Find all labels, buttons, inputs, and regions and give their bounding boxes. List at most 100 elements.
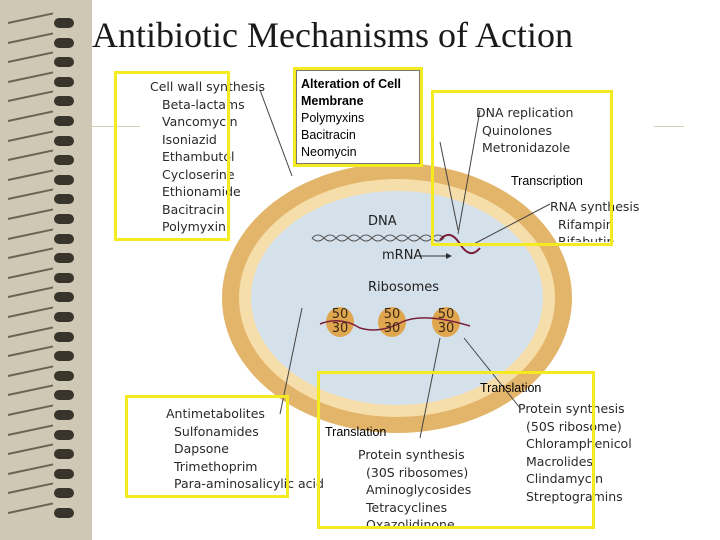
binding-ring-wire	[7, 306, 54, 318]
drug-item: Bacitracin	[162, 201, 225, 217]
binding-ring	[7, 208, 82, 224]
binding-ring	[7, 365, 82, 381]
membrane-item: Bacitracin	[301, 128, 356, 142]
mrna-label: mRNA	[382, 248, 423, 263]
binding-ring-hole	[54, 174, 74, 185]
ribosome-2-small: 30	[383, 321, 401, 336]
transcription-callout: Transcription	[511, 174, 583, 188]
drug-item: Cycloserine	[162, 166, 235, 182]
binding-ring	[7, 130, 82, 146]
cell-diagram-svg	[222, 89, 572, 439]
binding-ring-wire	[7, 247, 54, 260]
binding-ring-wire	[7, 424, 54, 436]
binding-ring	[7, 267, 82, 283]
binding-ring	[7, 90, 82, 107]
membrane-callout-frame	[296, 70, 420, 164]
binding-ring	[7, 169, 82, 185]
binding-ring-hole	[54, 390, 74, 401]
dna-strand	[311, 234, 445, 242]
binding-ring-wire	[7, 404, 54, 416]
binding-ring-wire	[7, 228, 54, 240]
binding-ring-hole	[54, 253, 74, 264]
binding-ring-hole	[54, 468, 74, 479]
binding-ring-hole	[54, 18, 74, 28]
binding-ring	[7, 306, 82, 322]
highlight-box-translation	[317, 371, 595, 529]
rna-synthesis-group: RNA synthesis Rifampin Rifabutin	[550, 198, 639, 242]
binding-ring-wire	[7, 169, 54, 181]
dna-replication-heading: DNA replication	[476, 105, 574, 120]
dna-label: DNA	[368, 214, 397, 229]
binding-ring-hole	[54, 135, 74, 146]
binding-ring	[7, 32, 82, 48]
ribosome-3-small: 30	[437, 321, 455, 336]
ribosome-1-small: 30	[331, 321, 349, 336]
binding-ring-hole	[54, 488, 74, 499]
drug-item: Rifampin	[558, 216, 614, 232]
drug-item: Polymyxin	[162, 219, 226, 234]
ribosome-3	[432, 307, 460, 337]
binding-ring	[7, 71, 82, 87]
binding-ring	[7, 149, 82, 166]
drug-item: Sulfonamides	[174, 423, 259, 439]
binding-ring-wire	[7, 463, 54, 475]
binding-ring	[7, 110, 82, 126]
ribosomes-label: Ribosomes	[368, 280, 440, 295]
drug-item: Tetracyclines	[366, 499, 448, 515]
cell-wall-heading: Cell wall synthesis	[150, 79, 265, 94]
binding-ring	[7, 424, 82, 440]
mrna-arrowhead	[446, 253, 452, 259]
binding-ring-wire	[7, 326, 54, 338]
protein-30s-group: Protein synthesis (30S ribosomes) Aminog…	[358, 446, 471, 527]
drug-item: Rifabutin	[558, 234, 615, 242]
binding-ring-hole	[54, 429, 74, 440]
drug-item: Vancomycin	[162, 114, 238, 129]
ribosome-3-large: 50	[437, 307, 455, 322]
membrane-heading-2: Membrane	[301, 94, 364, 108]
antimetabolites-heading: Antimetabolites	[166, 406, 265, 421]
highlight-box-membrane	[293, 67, 423, 167]
binding-ring	[7, 286, 82, 303]
highlight-box-cell-wall	[114, 71, 230, 241]
binding-ring-wire	[7, 110, 54, 122]
ribosome-group	[326, 307, 460, 337]
binding-ring-wire	[7, 345, 54, 358]
drug-item: Beta-lactams	[162, 96, 245, 112]
binding-ring-hole	[54, 116, 74, 126]
binding-ring	[7, 384, 82, 401]
binding-ring-hole	[54, 194, 74, 205]
binding-ring-hole	[54, 76, 74, 87]
highlight-box-nucleic-acid	[431, 90, 613, 246]
binding-ring-wire	[7, 443, 54, 456]
ribosome-2	[378, 307, 406, 337]
binding-ring-wire	[7, 286, 54, 299]
binding-ring-hole	[54, 370, 74, 381]
drug-item: Oxazolidinone	[366, 517, 455, 527]
membrane-heading-1: Alteration of Cell	[301, 77, 402, 91]
drug-item: Metronidazole	[482, 140, 571, 155]
binding-ring-hole	[54, 96, 74, 107]
ribosome-2-large: 50	[383, 307, 401, 322]
binding-ring	[7, 247, 82, 264]
binding-ring-wire	[7, 188, 54, 201]
binding-ring	[7, 463, 82, 479]
binding-ring-hole	[54, 214, 74, 224]
binding-ring-hole	[54, 331, 74, 342]
binding-ring-hole	[54, 233, 74, 244]
binding-ring-wire	[7, 90, 54, 103]
protein-50s-heading: Protein synthesis	[518, 401, 625, 416]
rna-synthesis-heading: RNA synthesis	[550, 199, 640, 214]
drug-item: Quinolones	[482, 122, 553, 138]
binding-ring-wire	[7, 365, 54, 377]
ribosome-1-large: 50	[331, 307, 349, 322]
binding-ring-wire	[7, 149, 54, 162]
dna-replication-group: DNA replication Quinolones Metronidazole	[476, 104, 573, 157]
binding-ring-wire	[7, 130, 54, 142]
membrane-callout: Alteration of Cell Membrane Polymyxins B…	[301, 76, 401, 161]
binding-ring-hole	[54, 410, 74, 420]
drug-item: Ethambutol	[162, 149, 235, 164]
binding-ring	[7, 228, 82, 244]
membrane-item: Neomycin	[301, 145, 357, 159]
drug-item: (50S ribosome)	[526, 418, 622, 434]
binding-ring	[7, 188, 82, 205]
